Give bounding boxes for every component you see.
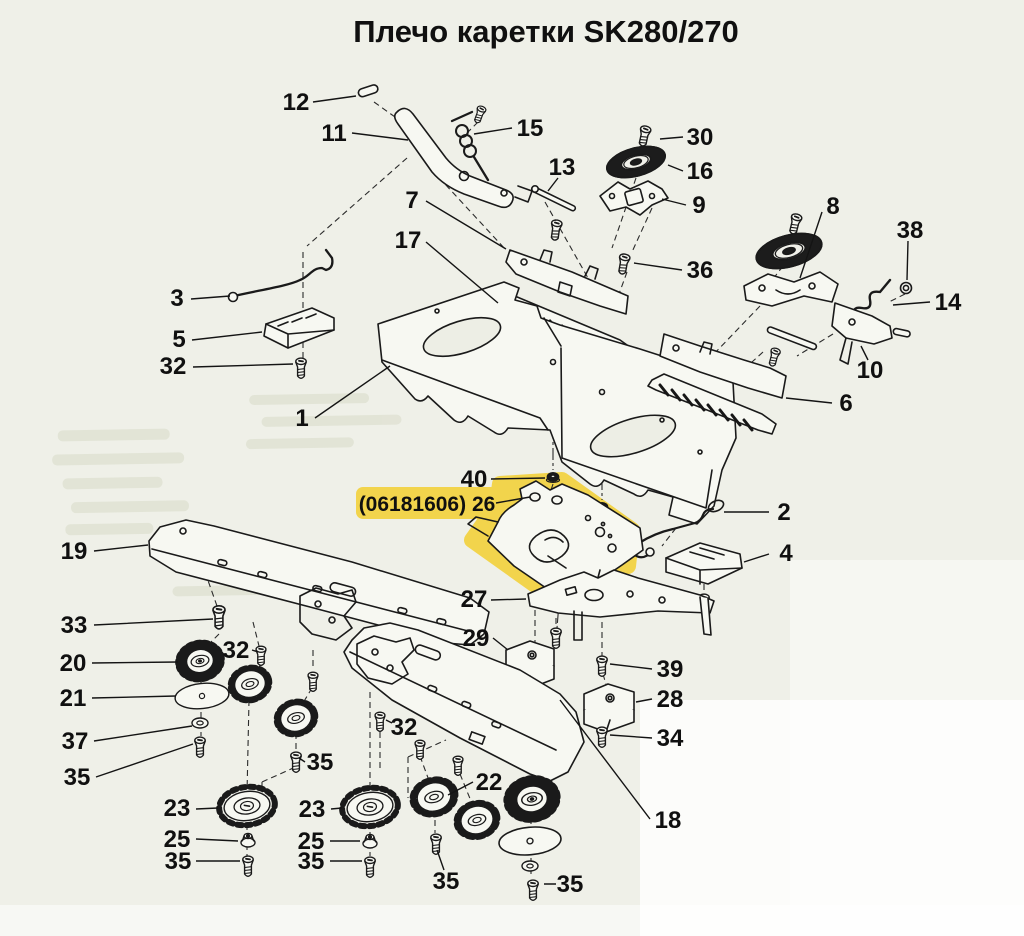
part-35-screw-b: [289, 751, 303, 774]
part-label-22: 22: [476, 769, 503, 796]
part-label-39: 39: [657, 656, 684, 683]
part-label-3: 3: [170, 285, 183, 312]
part-15-spring: [450, 104, 490, 182]
part-label-25: 25: [298, 828, 325, 855]
part-8-dial-assembly: [743, 211, 839, 307]
part-label-15: 15: [517, 115, 544, 142]
part-37-washer: [191, 717, 209, 729]
part-label-32: 32: [223, 637, 250, 664]
part-4-slider: [665, 542, 743, 616]
part-20-star-gear: [178, 641, 222, 680]
part-label-23: 23: [299, 796, 326, 823]
part-18-arm: [343, 622, 585, 782]
part-11-lever: [393, 107, 533, 209]
part-label-10: 10: [857, 357, 884, 384]
part-label-35: 35: [165, 848, 192, 875]
part-label-37: 37: [62, 728, 89, 755]
part-label-35: 35: [298, 848, 325, 875]
screw-unlabeled: [452, 755, 464, 777]
part-label-17: 17: [395, 227, 422, 254]
part-32-screw-a: [294, 357, 308, 380]
part-label-35: 35: [64, 764, 91, 791]
part-label-40: 40: [461, 466, 488, 493]
highlight-label-box[interactable]: [356, 487, 498, 519]
washer: [521, 860, 539, 872]
part-label-21: 21: [60, 685, 87, 712]
part-label-16: 16: [687, 158, 714, 185]
part-label-19: 19: [61, 538, 88, 565]
paper-fade: [640, 700, 1024, 936]
part-35-screw-e: [429, 833, 443, 856]
part-9-bracket: [599, 180, 669, 216]
part-28-block: [583, 683, 635, 733]
part-label-27: 27: [461, 586, 488, 613]
part-label-8: 8: [826, 193, 839, 220]
part-label-12: 12: [283, 89, 310, 116]
screw-unlabeled: [307, 671, 319, 693]
page-title: Плечо каретки SK280/270: [353, 14, 739, 49]
part-35-screw-a: [193, 736, 207, 759]
part-35-screw-d: [363, 856, 377, 879]
part-label-13: 13: [549, 154, 576, 181]
part-label-9: 9: [692, 192, 705, 219]
part-1-main-plate: [377, 281, 737, 525]
part-label-14: 14: [935, 289, 962, 316]
part-26-bracket: [467, 480, 644, 597]
part-label-2: 2: [777, 499, 790, 526]
part-label-23: 23: [164, 795, 191, 822]
leader-lines: [91, 95, 931, 885]
highlighted-part-label[interactable]: (06181606) 26: [359, 493, 496, 516]
part-6-bracket-assembly: [647, 326, 818, 435]
part-label-30: 30: [687, 124, 714, 151]
part-label-35: 35: [433, 868, 460, 895]
paper-fade: [790, 560, 1024, 936]
part-label-38: 38: [897, 217, 924, 244]
part-label-7: 7: [405, 187, 418, 214]
part-12-pin: [357, 84, 379, 98]
part-label-36: 36: [687, 257, 714, 284]
part-label-4: 4: [779, 540, 793, 567]
star-gear: [507, 777, 556, 820]
part-10-bracket: [831, 302, 911, 365]
part-label-11: 11: [321, 120, 346, 147]
part-label-32: 32: [160, 353, 187, 380]
part-3-wire: [227, 248, 334, 303]
part-label-35: 35: [557, 871, 584, 898]
part-label-33: 33: [61, 612, 88, 639]
part-33-screw: [211, 604, 227, 631]
part-7-bracket: [505, 218, 629, 315]
part-5-block: [263, 307, 335, 349]
part-35-screw-c: [241, 855, 255, 878]
part-19-arm: [148, 519, 490, 646]
part-32-screw-b: [255, 645, 267, 667]
part-label-5: 5: [172, 326, 185, 353]
part-label-28: 28: [657, 686, 684, 713]
part-label-1: 1: [295, 405, 308, 432]
part-label-25: 25: [164, 826, 191, 853]
part-35-screw-f: [526, 879, 540, 902]
part-13-pin: [530, 185, 577, 212]
ghost-print-marks: [52, 393, 402, 597]
part-27-bracket: [527, 569, 715, 650]
part-34-screw: [595, 726, 609, 749]
paper-fade: [0, 905, 1024, 936]
part-label-34: 34: [657, 725, 684, 752]
screw-unlabeled: [414, 739, 426, 761]
part-39-screw: [595, 655, 609, 678]
part-label-6: 6: [839, 390, 852, 417]
part-label-18: 18: [655, 807, 682, 834]
part-label-35: 35: [307, 749, 334, 776]
part-label-20: 20: [60, 650, 87, 677]
part-label-29: 29: [463, 625, 490, 652]
part-32-screw-c: [374, 711, 386, 733]
part-38-nut: [899, 281, 913, 295]
part-label-32: 32: [391, 714, 418, 741]
